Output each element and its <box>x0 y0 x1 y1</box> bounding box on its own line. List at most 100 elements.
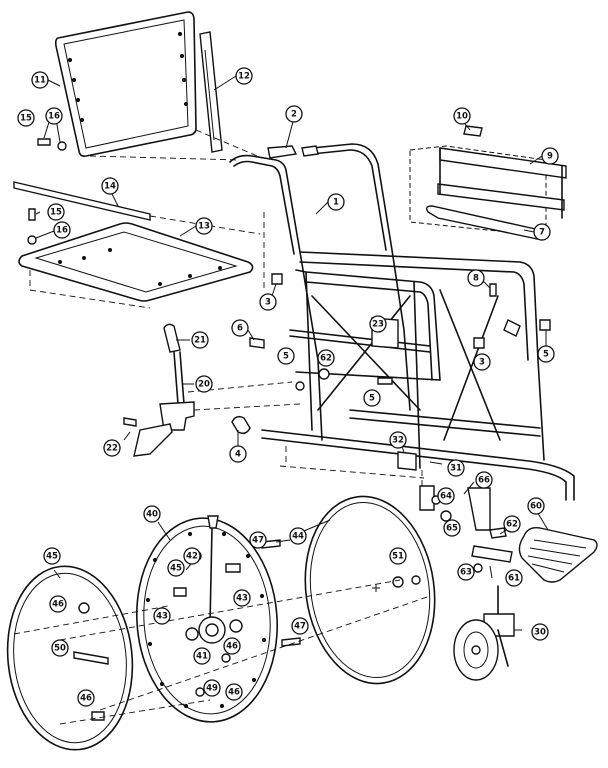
callout-label: 20 <box>198 380 210 390</box>
axle-bushing <box>392 576 404 588</box>
callout-label: 63 <box>460 568 472 578</box>
callout-51: 51 <box>389 547 407 565</box>
callout-46: 46 <box>77 689 95 707</box>
callout-label: 10 <box>456 112 468 122</box>
callout-label: 46 <box>52 600 64 610</box>
callout-label: 16 <box>48 112 60 122</box>
callout-circle <box>143 505 161 523</box>
callout-label: 43 <box>156 612 168 622</box>
callout-circle <box>447 459 465 477</box>
callout-32: 32 <box>389 431 407 449</box>
callout-label: 46 <box>80 694 92 704</box>
callout-label: 47 <box>252 536 264 546</box>
callout-label: 61 <box>508 574 520 584</box>
callout-label: 47 <box>294 622 306 632</box>
callout-label: 50 <box>54 644 66 654</box>
callout-circle <box>231 319 249 337</box>
callout-43: 43 <box>153 607 171 625</box>
callout-circle <box>101 177 119 195</box>
callout-label: 44 <box>292 532 304 542</box>
callout-circle <box>277 347 295 365</box>
callout-8: 8 <box>467 269 485 287</box>
seat-rail <box>13 181 151 221</box>
callout-circle <box>103 439 121 457</box>
callout-22: 22 <box>103 439 121 457</box>
callout-label: 5 <box>283 352 289 362</box>
callout-3: 3 <box>473 353 491 371</box>
callout-label: 11 <box>34 76 46 86</box>
callout-circle <box>47 203 65 221</box>
callout-31: 31 <box>447 459 465 477</box>
callout-label: 41 <box>196 652 208 662</box>
callout-label: 49 <box>206 684 218 694</box>
callout-label: 14 <box>104 182 116 192</box>
callout-circle <box>503 515 521 533</box>
callout-47: 47 <box>291 617 309 635</box>
rear-tire <box>6 565 134 751</box>
callout-circle <box>285 105 303 123</box>
callout-circle <box>45 107 63 125</box>
callout-circle <box>389 547 407 565</box>
callout-circle <box>183 547 201 565</box>
callout-label: 15 <box>50 208 62 218</box>
callout-circle <box>453 107 471 125</box>
callout-47: 47 <box>249 531 267 549</box>
axle-washer <box>411 575 421 585</box>
back-strap <box>199 31 223 153</box>
callout-66: 66 <box>475 471 493 489</box>
callout-circle <box>51 639 69 657</box>
callout-63: 63 <box>457 563 475 581</box>
callout-circle <box>31 71 49 89</box>
callout-circle <box>317 349 335 367</box>
callout-20: 20 <box>195 375 213 393</box>
callout-label: 40 <box>146 510 158 520</box>
callout-2: 2 <box>285 105 303 123</box>
callout-label: 32 <box>392 436 404 446</box>
callout-15: 15 <box>17 109 35 127</box>
callout-9: 9 <box>541 147 559 165</box>
callout-circle <box>195 375 213 393</box>
callout-4: 4 <box>229 445 247 463</box>
callout-label: 62 <box>506 520 518 530</box>
callout-11: 11 <box>31 71 49 89</box>
callout-label: 42 <box>186 552 198 562</box>
callout-circle <box>43 547 61 565</box>
callout-label: 4 <box>235 450 241 460</box>
callout-50: 50 <box>51 639 69 657</box>
callout-10: 10 <box>453 107 471 125</box>
callout-label: 7 <box>539 228 545 238</box>
callout-circle <box>537 345 555 363</box>
callout-41: 41 <box>193 647 211 665</box>
callout-46: 46 <box>225 683 243 701</box>
callout-label: 23 <box>372 320 384 330</box>
callout-62: 62 <box>317 349 335 367</box>
callout-14: 14 <box>101 177 119 195</box>
callout-circle <box>49 595 67 613</box>
callout-44: 44 <box>289 527 307 545</box>
callout-label: 6 <box>237 324 243 334</box>
callout-circle <box>77 689 95 707</box>
callout-45: 45 <box>167 559 185 577</box>
footrest-plate <box>518 526 598 583</box>
callout-label: 60 <box>530 502 542 512</box>
callout-label: 62 <box>320 354 332 364</box>
callout-label: 51 <box>392 552 404 562</box>
screw-and-washer-set <box>27 138 67 245</box>
callout-64: 64 <box>437 487 455 505</box>
callout-circle <box>505 569 523 587</box>
callout-16: 16 <box>45 107 63 125</box>
callout-60: 60 <box>527 497 545 515</box>
rear-wheel <box>136 515 301 723</box>
callout-5: 5 <box>363 389 381 407</box>
callout-circle <box>291 617 309 635</box>
callout-circle <box>467 269 485 287</box>
callout-circle <box>527 497 545 515</box>
wheel-brake <box>123 323 195 457</box>
callout-40: 40 <box>143 505 161 523</box>
backrest-upholstery <box>54 11 197 157</box>
callout-label: 45 <box>170 564 182 574</box>
callout-62: 62 <box>503 515 521 533</box>
callout-circle <box>369 315 387 333</box>
callout-7: 7 <box>533 223 551 241</box>
